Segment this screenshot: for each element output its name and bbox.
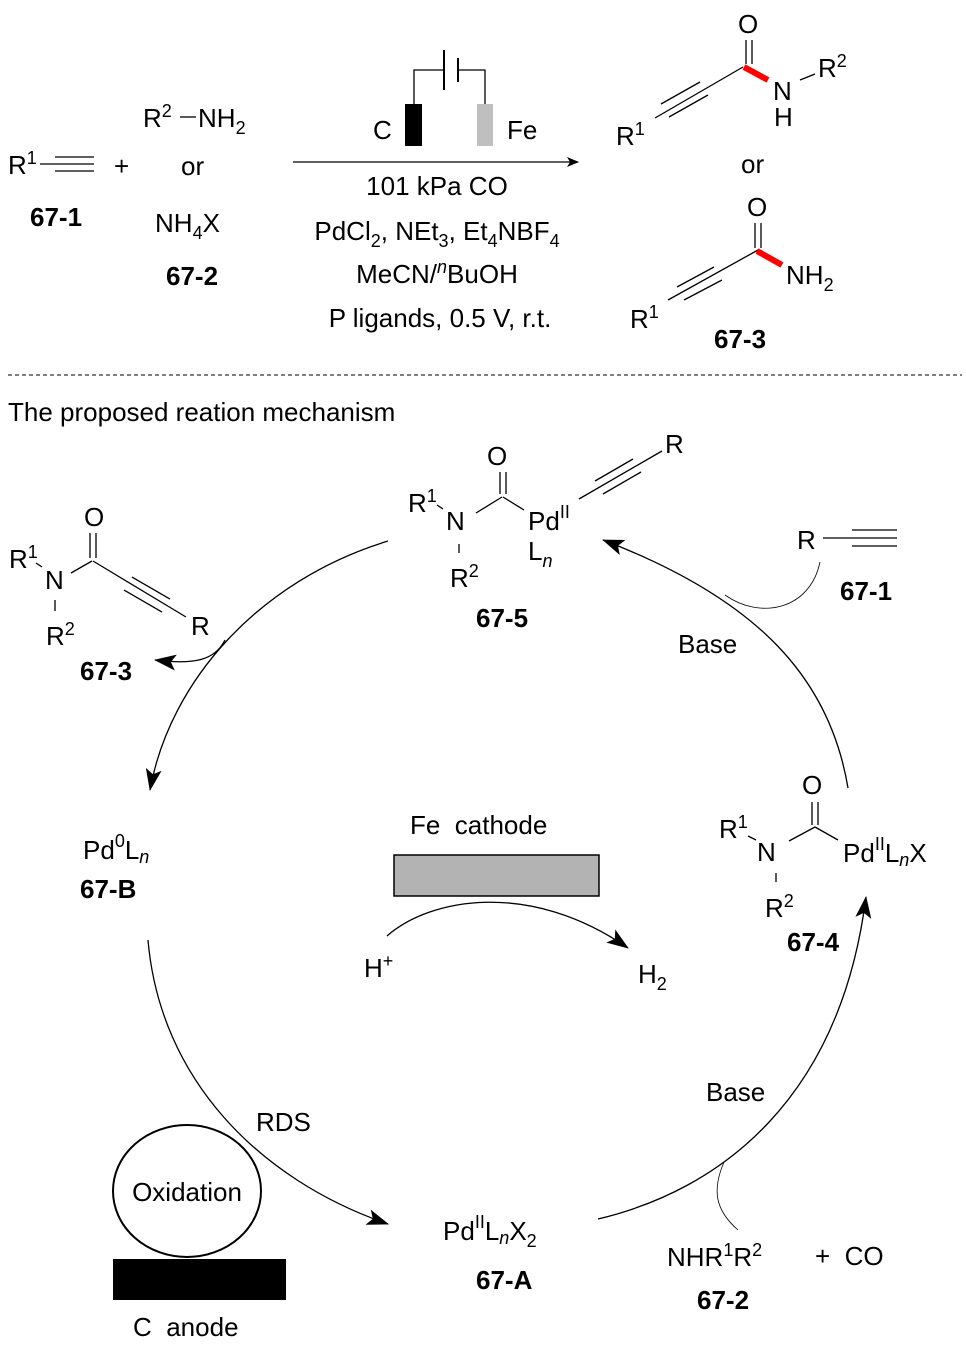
plus-sign: + bbox=[114, 151, 129, 181]
condition-line-3: MeCN/nBuOH bbox=[356, 257, 518, 289]
svg-text:R1: R1 bbox=[408, 486, 437, 518]
svg-text:NH4X: NH4X bbox=[155, 208, 220, 243]
svg-text:O: O bbox=[487, 441, 507, 471]
svg-text:NH2: NH2 bbox=[786, 260, 834, 295]
anode-label: C bbox=[373, 115, 392, 145]
cycle-arrow-67-5-to-67-B bbox=[145, 540, 389, 791]
compound-label-67-1-mech: 67-1 bbox=[840, 576, 892, 606]
intermediate-67-4: R1 N O PdIILnX R2 67-4 bbox=[719, 770, 927, 957]
alkyne-entry-curve bbox=[724, 561, 821, 609]
svg-text:O: O bbox=[738, 9, 758, 39]
svg-text:PdIILnX: PdIILnX bbox=[843, 834, 927, 870]
product-primary-amide-67-3: R1 O NH2 67-3 bbox=[630, 192, 834, 354]
mechanism-title: The proposed reation mechanism bbox=[8, 397, 395, 427]
amine-co-67-2: NHR1R2 + CO 67-2 bbox=[667, 1240, 884, 1315]
compound-label-67-1: 67-1 bbox=[30, 202, 82, 232]
svg-text:O: O bbox=[802, 770, 822, 800]
oxidation-label: Oxidation bbox=[132, 1177, 242, 1207]
compound-label-67-4: 67-4 bbox=[787, 927, 840, 957]
svg-text:R2: R2 bbox=[818, 51, 847, 83]
svg-text:R1: R1 bbox=[630, 302, 659, 334]
cathode-bar bbox=[393, 854, 600, 897]
svg-text:H+: H+ bbox=[364, 951, 393, 983]
svg-text:R2: R2 bbox=[765, 891, 794, 923]
svg-text:N: N bbox=[45, 565, 64, 595]
highlighted-bond bbox=[755, 248, 784, 268]
base-label-top: Base bbox=[678, 629, 737, 659]
carbon-anode-icon bbox=[405, 104, 422, 146]
svg-text:Ln: Ln bbox=[528, 536, 552, 571]
or-text-products: or bbox=[741, 149, 764, 179]
svg-text:NHR1R2: NHR1R2 bbox=[667, 1240, 762, 1272]
cathode-label: Fe bbox=[507, 115, 537, 145]
svg-text:NH2: NH2 bbox=[198, 103, 246, 138]
fe-cathode-panel: Fe cathode H+ H2 bbox=[364, 810, 667, 994]
svg-text:R2: R2 bbox=[46, 619, 75, 651]
product-secondary-amide: R1 O N H R2 bbox=[616, 9, 847, 151]
highlighted-bond bbox=[742, 64, 770, 83]
proton-reduction-arrow bbox=[386, 901, 629, 949]
reactant-67-1: R1 67-1 bbox=[8, 148, 94, 232]
svg-text:H: H bbox=[774, 102, 793, 132]
svg-text:N: N bbox=[773, 76, 792, 106]
oxidation-circle bbox=[112, 1124, 262, 1258]
carbon-anode-bar bbox=[113, 1259, 286, 1300]
compound-label-67-3: 67-3 bbox=[714, 324, 766, 354]
alkyne-67-1-mechanism: R 67-1 bbox=[797, 525, 897, 606]
anode-title: C anode bbox=[133, 1312, 239, 1342]
rds-label: RDS bbox=[256, 1107, 311, 1137]
cycle-arrow-67-A-to-67-4 bbox=[597, 896, 872, 1220]
svg-text:Pd0Ln: Pd0Ln bbox=[83, 831, 149, 867]
plus-co-label: + CO bbox=[815, 1241, 884, 1271]
compound-label-67-2: 67-2 bbox=[166, 261, 218, 291]
reaction-conditions: 101 kPa CO PdCl2, NEt3, Et4NBF4 MeCN/nBu… bbox=[314, 171, 559, 333]
compound-label-67-2-mech: 67-2 bbox=[697, 1285, 749, 1315]
svg-text:R1: R1 bbox=[719, 812, 748, 844]
intermediate-67-5: R1 N O PdII Ln R2 R 67-5 bbox=[408, 429, 684, 633]
svg-text:PdII: PdII bbox=[528, 502, 570, 536]
cycle-arrow-67-B-to-67-A bbox=[147, 939, 389, 1225]
svg-text:R2: R2 bbox=[450, 561, 479, 593]
cycle-arrow-67-4-to-67-5 bbox=[602, 539, 849, 789]
svg-text:O: O bbox=[84, 502, 104, 532]
svg-text:R: R bbox=[797, 525, 816, 555]
condition-line-2: PdCl2, NEt3, Et4NBF4 bbox=[314, 216, 559, 251]
electrochemical-cell-icon: C Fe bbox=[373, 50, 537, 146]
condition-line-4: P ligands, 0.5 V, r.t. bbox=[329, 303, 552, 333]
svg-text:R: R bbox=[191, 611, 210, 641]
compound-label-67-B: 67-B bbox=[80, 874, 136, 904]
svg-text:R1: R1 bbox=[616, 119, 645, 151]
svg-text:O: O bbox=[747, 192, 767, 222]
condition-line-1: 101 kPa CO bbox=[366, 171, 508, 201]
intermediate-67-A: PdIILnX2 67-A bbox=[443, 1212, 537, 1295]
or-text: or bbox=[181, 151, 204, 181]
compound-label-67-A: 67-A bbox=[476, 1265, 533, 1295]
cathode-title: Fe cathode bbox=[410, 810, 547, 840]
catalyst-67-B: Pd0Ln 67-B bbox=[80, 831, 149, 904]
svg-text:R2: R2 bbox=[143, 101, 172, 133]
compound-label-67-5: 67-5 bbox=[476, 603, 528, 633]
amine-entry-curve bbox=[716, 1161, 739, 1231]
svg-text:N: N bbox=[757, 837, 776, 867]
svg-text:H2: H2 bbox=[638, 959, 667, 994]
svg-text:R: R bbox=[665, 429, 684, 459]
compound-label-67-3-mech: 67-3 bbox=[80, 656, 132, 686]
reactant-67-2: R2 NH2 or NH4X 67-2 bbox=[143, 101, 246, 291]
svg-text:R1: R1 bbox=[8, 148, 37, 180]
svg-text:R1: R1 bbox=[9, 542, 38, 574]
base-label-bottom: Base bbox=[706, 1077, 765, 1107]
release-arrow-67-3 bbox=[154, 639, 226, 671]
svg-text:N: N bbox=[446, 506, 465, 536]
iron-cathode-icon bbox=[477, 104, 493, 146]
svg-text:PdIILnX2: PdIILnX2 bbox=[443, 1212, 537, 1251]
product-67-3-mechanism: R1 N O R R2 67-3 bbox=[9, 502, 210, 686]
